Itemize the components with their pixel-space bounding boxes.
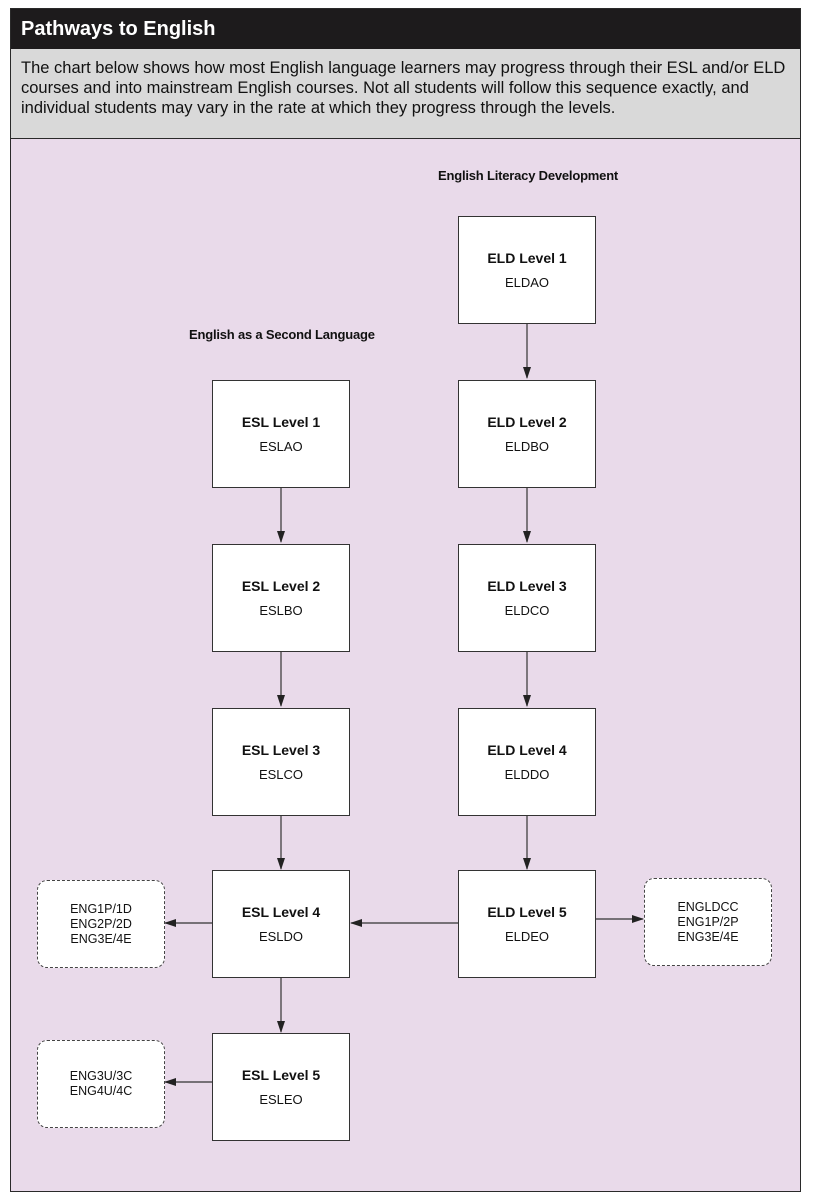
outcome-course: ENG4U/4C xyxy=(69,1084,133,1098)
pathways-chart-frame xyxy=(10,8,801,1192)
esl-level-4-label: ESL Level 4 xyxy=(241,904,321,920)
eld-level-2-label: ELD Level 2 xyxy=(487,414,567,430)
esl-level-3-code: ESLCO xyxy=(258,767,304,782)
esl-level-2-box: ESL Level 2 ESLBO xyxy=(212,544,350,652)
esl-level-3-box: ESL Level 3 ESLCO xyxy=(212,708,350,816)
eld-level-3-label: ELD Level 3 xyxy=(487,578,567,594)
esl-level-1-box: ESL Level 1 ESLAO xyxy=(212,380,350,488)
esl-level-2-label: ESL Level 2 xyxy=(241,578,321,594)
esl-level-5-box: ESL Level 5 ESLEO xyxy=(212,1033,350,1141)
eld-level-5-box: ELD Level 5 ELDEO xyxy=(458,870,596,978)
eld-heading: English Literacy Development xyxy=(438,168,619,183)
outcome-course: ENG1P/1D xyxy=(70,901,132,916)
outcome-course: ENGLDCC xyxy=(677,899,739,914)
esl-level-5-code: ESLEO xyxy=(259,1092,303,1107)
eld-level-5-label: ELD Level 5 xyxy=(487,904,567,920)
eld-level-3-box: ELD Level 3 ELDCO xyxy=(458,544,596,652)
esl-level-5-outcome-courses: ENG3U/3C ENG4U/4C xyxy=(37,1040,165,1128)
eld-level-2-box: ELD Level 2 ELDBO xyxy=(458,380,596,488)
esl-level-5-label: ESL Level 5 xyxy=(241,1067,321,1083)
eld-level-4-box: ELD Level 4 ELDDO xyxy=(458,708,596,816)
eld-level-2-code: ELDBO xyxy=(504,439,550,454)
outcome-course: ENG2P/2D xyxy=(70,916,132,931)
esl-level-1-label: ESL Level 1 xyxy=(241,414,321,430)
esl-level-4-code: ESLDO xyxy=(258,929,304,944)
intro-text: The chart below shows how most English l… xyxy=(11,49,800,139)
eld-level-1-code: ELDAO xyxy=(504,275,550,290)
outcome-course: ENG3U/3C xyxy=(69,1069,133,1083)
eld-level-1-label: ELD Level 1 xyxy=(487,250,567,266)
esl-heading: English as a Second Language xyxy=(189,327,375,342)
esl-level-2-code: ESLBO xyxy=(259,603,303,618)
eld-level-5-code: ELDEO xyxy=(504,929,550,944)
esl-level-4-outcome-courses: ENG1P/1D ENG2P/2D ENG3E/4E xyxy=(37,880,165,968)
eld-level-4-label: ELD Level 4 xyxy=(487,742,567,758)
esl-level-4-box: ESL Level 4 ESLDO xyxy=(212,870,350,978)
page-title: Pathways to English xyxy=(11,9,800,49)
outcome-course: ENG3E/4E xyxy=(70,931,132,946)
outcome-course: ENG3E/4E xyxy=(677,929,739,944)
eld-level-5-outcome-courses: ENGLDCC ENG1P/2P ENG3E/4E xyxy=(644,878,772,966)
eld-level-4-code: ELDDO xyxy=(504,767,550,782)
eld-level-1-box: ELD Level 1 ELDAO xyxy=(458,216,596,324)
esl-level-1-code: ESLAO xyxy=(259,439,303,454)
esl-level-3-label: ESL Level 3 xyxy=(241,742,321,758)
eld-level-3-code: ELDCO xyxy=(504,603,550,618)
outcome-course: ENG1P/2P xyxy=(677,914,739,929)
